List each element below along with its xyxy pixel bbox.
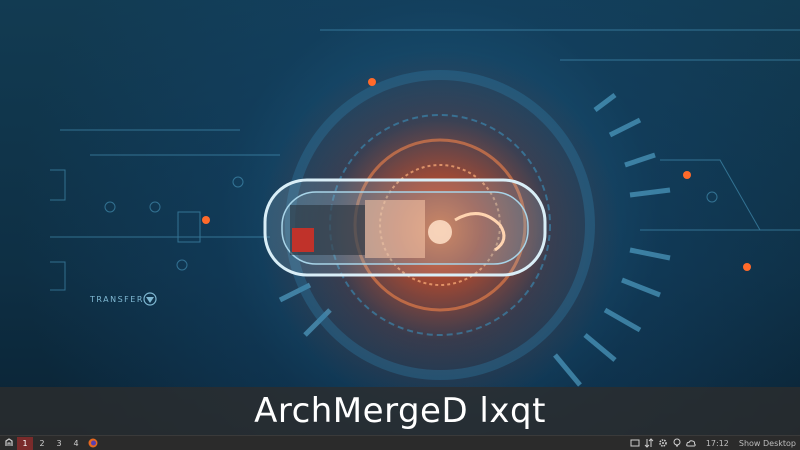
network-icon[interactable] [644, 438, 654, 448]
hud-label: TRANSFER [89, 295, 144, 304]
desktop-2-button[interactable]: 2 [39, 438, 45, 448]
bulb-icon[interactable] [672, 438, 682, 448]
menu-icon[interactable] [2, 436, 16, 450]
cloud-icon[interactable] [685, 438, 696, 448]
screen-icon[interactable] [630, 438, 640, 448]
firefox-icon[interactable] [88, 438, 98, 448]
title-banner: ArchMergeD lxqt [0, 387, 800, 435]
desktop-4-button[interactable]: 4 [73, 438, 79, 448]
clock[interactable]: 17:12 [705, 438, 729, 448]
taskbar: 1 2 3 4 17:12 Show Desktop [0, 435, 800, 450]
show-desktop-button[interactable]: Show Desktop [738, 438, 796, 448]
settings-icon[interactable] [658, 438, 668, 448]
system-tray: 17:12 Show Desktop [628, 436, 800, 450]
desktop-3-button[interactable]: 3 [56, 438, 62, 448]
desktop-1-button[interactable]: 1 [17, 436, 33, 450]
banner-title: ArchMergeD lxqt [254, 391, 546, 431]
